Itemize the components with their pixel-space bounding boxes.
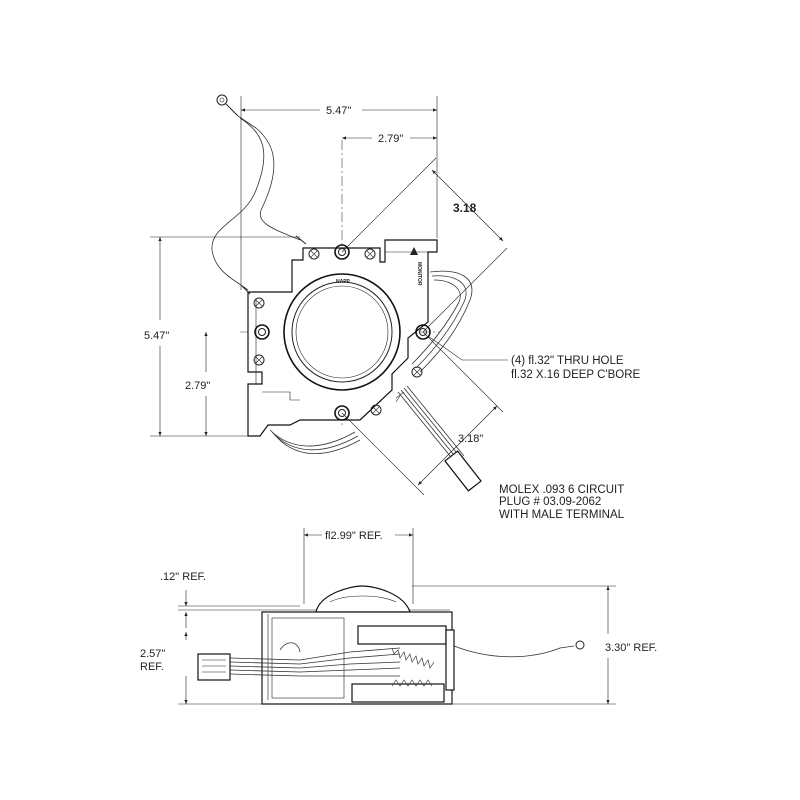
counterbored-hole-right — [415, 324, 431, 340]
counterbored-hole-top — [334, 244, 350, 260]
counterbored-hole-left — [254, 324, 270, 340]
connector-note-line1: MOLEX .093 6 CIRCUIT — [499, 484, 624, 496]
gear-teeth — [391, 647, 435, 669]
bearing-inner-ring — [291, 281, 393, 383]
side-molex-connector — [197, 653, 231, 681]
dim-top-offset-label: .12" REF. — [160, 571, 206, 583]
side-ring-terminal-icon — [575, 640, 585, 650]
side-left-panel — [271, 617, 345, 699]
dim-dome-diameter: fl2.99" REF. — [303, 528, 414, 604]
bearing-outer-ring — [283, 273, 401, 391]
dim-center-offset-x: 2.79" — [342, 133, 437, 145]
dim-overall-height-label: 5.47" — [144, 330, 169, 342]
dim-diagonal-upper-label: 3.18 — [453, 201, 477, 215]
dim-height-left: 2.57" REF. — [140, 632, 262, 705]
dim-height-right: 3.30" REF. — [412, 585, 657, 705]
monitor-label: MONITOR — [410, 247, 422, 286]
screw-top-right — [364, 248, 376, 260]
dim-center-offset-y-label: 2.79" — [185, 380, 210, 392]
side-right-bracket — [445, 629, 455, 691]
dim-overall-width: 5.47" — [240, 96, 438, 290]
dim-center-offset-x-label: 2.79" — [378, 133, 403, 145]
bottom-wire-loop — [269, 429, 361, 455]
screw-left-lower — [253, 354, 265, 366]
right-wire-loop — [411, 270, 473, 373]
hole-note-line2: fl.32 X.16 DEEP C'BORE — [511, 369, 641, 381]
dim-diagonal-upper: 3.18 — [341, 157, 508, 333]
side-lower-flange — [351, 683, 445, 703]
screw-left-upper — [253, 297, 265, 309]
side-ground-wire — [453, 640, 585, 658]
counterbored-hole-bottom — [334, 405, 350, 421]
housing-inner-edges — [255, 251, 428, 401]
dim-top-offset: .12" REF. — [160, 571, 206, 628]
bearing-bore — [295, 285, 389, 379]
housing-logo-text: NAPP — [336, 279, 351, 285]
screw-top-left — [308, 248, 320, 260]
hole-callout: (4) fl.32" THRU HOLE fl.32 X.16 DEEP C'B… — [427, 335, 641, 381]
dim-height-right-label: 3.30" REF. — [605, 642, 657, 654]
dim-overall-height: 5.47" — [144, 236, 300, 437]
connector-callout: MOLEX .093 6 CIRCUIT PLUG # 03.09-2062 W… — [499, 484, 625, 521]
housing-outline — [247, 239, 438, 437]
dim-overall-width-label: 5.47" — [326, 105, 351, 117]
ring-terminal-wire — [211, 94, 307, 295]
gear-teeth-lower — [391, 679, 433, 687]
side-upper-flange — [357, 625, 447, 645]
svg-text:MONITOR: MONITOR — [416, 262, 422, 286]
molex-connector — [444, 450, 482, 492]
hole-note-line1: (4) fl.32" THRU HOLE — [511, 355, 624, 367]
connector-note-line2: PLUG # 03.09-2062 — [499, 496, 601, 508]
dim-diagonal-lower: 3.18" — [341, 331, 504, 496]
dim-height-left-label-line1: 2.57" — [140, 648, 165, 660]
top-view: NAPP MONITOR — [144, 94, 641, 521]
screw-bottom-center — [370, 404, 382, 416]
side-view: fl2.99" REF. .12" REF. 2.57" REF. 3.30" … — [140, 528, 657, 705]
side-wire-harness — [197, 642, 401, 681]
dim-dome-diameter-label: fl2.99" REF. — [325, 530, 383, 542]
ring-terminal-icon — [216, 94, 228, 106]
dim-center-offset-y: 2.79" — [185, 332, 210, 436]
dome-highlight — [329, 595, 397, 603]
bearing-dome — [315, 585, 411, 613]
connector-note-line3: WITH MALE TERMINAL — [499, 509, 625, 521]
dim-diagonal-lower-label: 3.18" — [458, 433, 483, 445]
dim-height-left-label-line2: REF. — [140, 661, 164, 673]
